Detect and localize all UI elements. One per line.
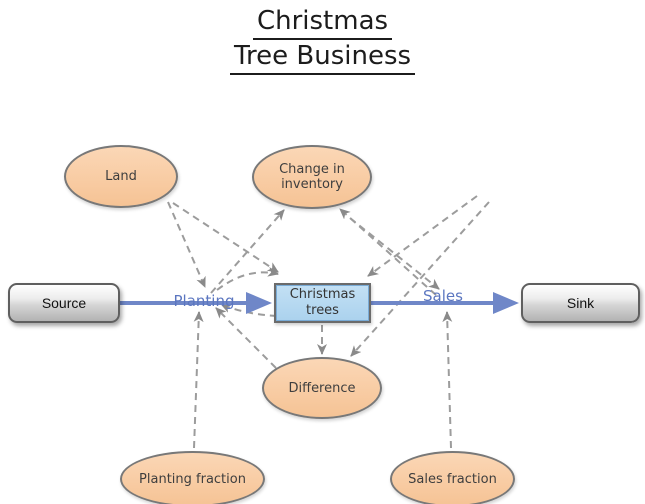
node-source-label: Source <box>41 295 87 311</box>
flow-planting-arrowhead-icon <box>246 292 272 314</box>
flow-planting-label[interactable]: Planting <box>173 292 235 310</box>
connector-planting-to-stock[interactable] <box>216 266 279 291</box>
node-land[interactable]: Land <box>64 145 178 208</box>
node-land-label: Land <box>105 169 137 184</box>
node-sales-fraction-label: Sales fraction <box>408 471 497 487</box>
title-line-1: Christmas <box>252 6 393 40</box>
connector-difference-to-planting[interactable] <box>215 307 277 369</box>
flow-sales-label[interactable]: Sales <box>423 287 463 305</box>
node-planting-fraction[interactable]: Planting fraction <box>120 451 265 504</box>
diagram-title: Christmas Tree Business <box>0 6 645 75</box>
connector-bend-to-difference[interactable] <box>350 201 490 357</box>
node-planting-fraction-label: Planting fraction <box>139 471 246 487</box>
node-christmas-trees-label: Christmas trees <box>289 287 356 318</box>
node-sales-fraction[interactable]: Sales fraction <box>390 451 515 504</box>
connector-land-to-planting[interactable] <box>167 201 206 288</box>
node-sink-label: Sink <box>566 295 595 311</box>
node-difference[interactable]: Difference <box>262 357 382 419</box>
title-line-2: Tree Business <box>229 41 416 75</box>
connector-planting-fraction-to-planting[interactable] <box>193 311 204 449</box>
node-sink[interactable]: Sink <box>521 283 640 323</box>
connector-sales-to-change-in-inventory[interactable] <box>339 208 437 296</box>
node-christmas-trees-stock[interactable]: Christmas trees <box>274 283 371 323</box>
connector-planting-to-change-in-inventory[interactable] <box>210 209 285 294</box>
flow-sales-arrowhead-icon <box>493 292 519 314</box>
node-difference-label: Difference <box>288 380 356 396</box>
node-change-in-inventory-label: Change in inventory <box>279 162 345 192</box>
node-source[interactable]: Source <box>8 283 120 323</box>
node-change-in-inventory[interactable]: Change in inventory <box>252 145 372 209</box>
connector-stock-to-planting[interactable] <box>220 303 278 317</box>
connector-sales-fraction-to-sales[interactable] <box>442 311 453 449</box>
connector-change-in-inventory-to-sales[interactable] <box>349 217 440 290</box>
connector-land-to-stock[interactable] <box>172 202 279 273</box>
connector-bend-to-stock[interactable] <box>367 195 478 277</box>
